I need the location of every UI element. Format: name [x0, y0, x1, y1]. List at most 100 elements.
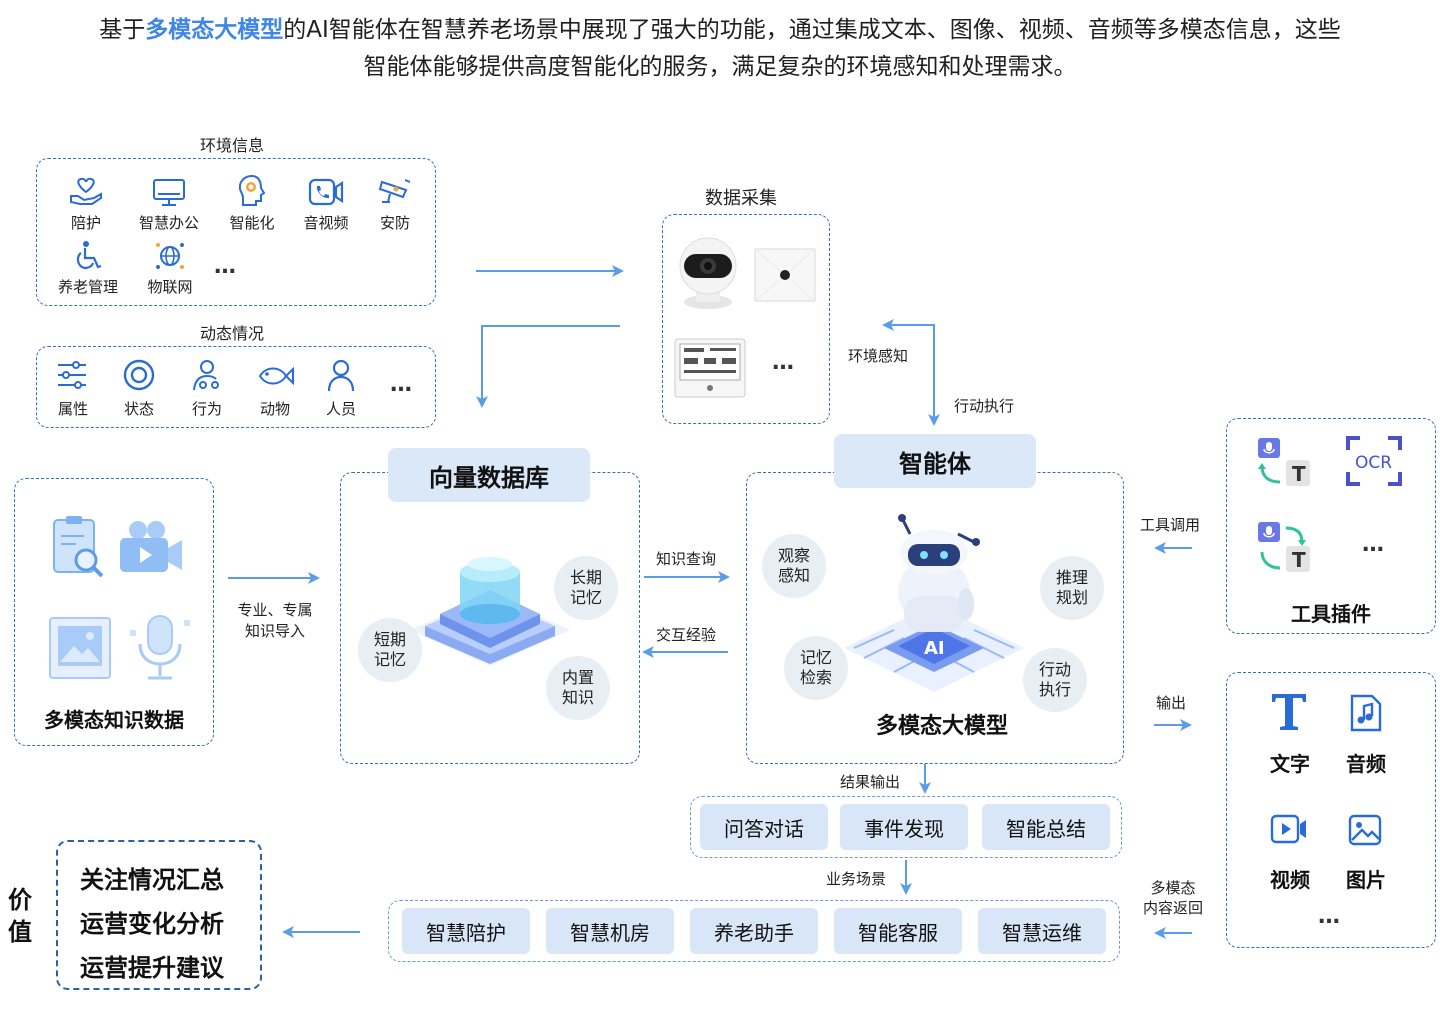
- dynamic-more: …: [390, 372, 412, 397]
- scene-chip: 养老助手: [690, 908, 818, 954]
- value-item: 关注情况汇总: [80, 866, 224, 894]
- env-more: …: [214, 254, 236, 279]
- env-info-panel: [36, 158, 436, 306]
- scene-chip: 智慧机房: [546, 908, 674, 954]
- tools-more: …: [1362, 532, 1384, 557]
- svg-text:T: T: [1292, 462, 1306, 486]
- document-search-icon: [53, 516, 104, 578]
- speech-to-text-icon: T: [1258, 438, 1310, 486]
- video-call-icon: [308, 178, 344, 206]
- result-chip: 事件发现: [840, 804, 968, 850]
- status-target-icon: [123, 359, 155, 391]
- security-camera-icon: [378, 179, 411, 203]
- monitor-icon: [153, 179, 185, 206]
- intro-text: 基于多模态大模型的AI智能体在智慧养老场景中展现了强大的功能，通过集成文本、图像…: [99, 17, 1341, 80]
- agent-title: 智能体: [834, 434, 1036, 488]
- voice-convert-icon: T: [1258, 522, 1310, 572]
- video-play-icon: [1270, 814, 1306, 844]
- image-file-icon: [49, 617, 111, 679]
- ai-robot-chip-illustration: AI: [844, 514, 1024, 692]
- dynamic-item-label: 属性: [57, 400, 88, 418]
- edge-result-output: 结果输出: [840, 773, 901, 791]
- observe-bubble: 观察感知: [762, 534, 826, 598]
- tools-panel: [1226, 418, 1436, 634]
- care-hand-heart-icon: [70, 177, 102, 205]
- edge-business-scene: 业务场景: [826, 870, 887, 888]
- data-collect-more: …: [772, 350, 794, 375]
- iot-globe-icon: [156, 243, 184, 269]
- knowledge-panel: [14, 478, 214, 746]
- wheelchair-icon: [76, 241, 102, 270]
- edge-action-exec: 行动执行: [954, 397, 1015, 415]
- value-label: 价值: [8, 886, 32, 946]
- env-item-label: 音视频: [303, 214, 349, 232]
- value-item: 运营变化分析: [80, 910, 224, 938]
- fish-icon: [258, 366, 294, 386]
- value-item: 运营提升建议: [80, 954, 224, 982]
- sliders-icon: [58, 361, 86, 389]
- scene-chip: 智慧运维: [978, 908, 1106, 954]
- person-icon: [327, 359, 355, 392]
- outputs-more: …: [1318, 904, 1340, 929]
- svg-text:OCR: OCR: [1355, 453, 1392, 473]
- text-t-icon: [1272, 694, 1306, 730]
- dynamic-panel: [36, 346, 436, 428]
- ocr-scan-icon: OCR: [1346, 436, 1402, 486]
- picture-icon: [1348, 814, 1382, 846]
- action-bubble: 行动执行: [1023, 648, 1087, 712]
- environment-monitor-device-icon: [674, 338, 746, 398]
- env-item-label: 安防: [379, 214, 410, 232]
- model-title: 多模态大模型: [875, 714, 1008, 739]
- result-chip: 智能总结: [982, 804, 1110, 850]
- behavior-person-icon: [193, 360, 219, 391]
- outputs-panel: [1226, 672, 1436, 948]
- svg-text:T: T: [1292, 548, 1306, 572]
- knowledge-title: 多模态知识数据: [44, 708, 184, 732]
- dynamic-item-label: 行为: [191, 400, 222, 418]
- env-item-label: 物联网: [147, 278, 193, 296]
- dynamic-item-label: 状态: [123, 400, 154, 418]
- results-panel: [690, 796, 1122, 858]
- intro-highlight: 多模态大模型: [145, 17, 284, 43]
- env-info-title: 环境信息: [200, 136, 265, 155]
- tools-title: 工具插件: [1291, 602, 1371, 626]
- microphone-icon: [130, 615, 190, 680]
- scenes-panel: [388, 900, 1120, 962]
- edge-knowledge-query: 知识查询: [656, 550, 717, 568]
- output-item-label: 视频: [1270, 868, 1310, 892]
- edge-mm-return-label: 多模态内容返回: [1142, 879, 1203, 917]
- edge-interaction-exp: 交互经验: [656, 626, 717, 644]
- env-item-label: 智能化: [229, 214, 275, 232]
- value-panel: [56, 840, 262, 990]
- data-collect-panel: [662, 214, 830, 424]
- edge-output: 输出: [1156, 694, 1187, 712]
- vector-db-title: 向量数据库: [388, 448, 590, 502]
- database-stack-illustration: [410, 557, 570, 666]
- ceiling-sensor-device-icon: [754, 248, 816, 302]
- builtin-knowledge-bubble: 内置知识: [546, 656, 610, 720]
- edge-import-label: 专业、专属知识导入: [237, 601, 313, 640]
- reason-bubble: 推理规划: [1040, 556, 1104, 620]
- scene-chip: 智慧陪护: [402, 908, 530, 954]
- home-camera-device-icon: [679, 237, 737, 309]
- dynamic-item-label: 人员: [325, 400, 356, 418]
- edge-env-sense: 环境感知: [848, 347, 909, 365]
- output-item-label: 图片: [1346, 868, 1386, 892]
- output-item-label: 文字: [1270, 752, 1310, 776]
- short-memory-bubble: 短期记忆: [358, 618, 422, 682]
- result-chip: 问答对话: [700, 804, 828, 850]
- dynamic-title: 动态情况: [200, 324, 265, 343]
- env-item-label: 陪护: [70, 214, 101, 232]
- output-item-label: 音频: [1346, 752, 1386, 776]
- env-item-label: 养老管理: [57, 278, 118, 296]
- audio-file-icon: [1350, 694, 1382, 732]
- video-camera-icon: [120, 521, 182, 572]
- data-collect-title: 数据采集: [705, 188, 777, 209]
- dynamic-item-label: 动物: [259, 400, 290, 418]
- long-memory-bubble: 长期记忆: [554, 556, 618, 620]
- scene-chip: 智能客服: [834, 908, 962, 954]
- edge-tool-call: 工具调用: [1140, 516, 1201, 534]
- env-item-label: 智慧办公: [138, 214, 199, 232]
- ai-head-icon: [238, 174, 266, 206]
